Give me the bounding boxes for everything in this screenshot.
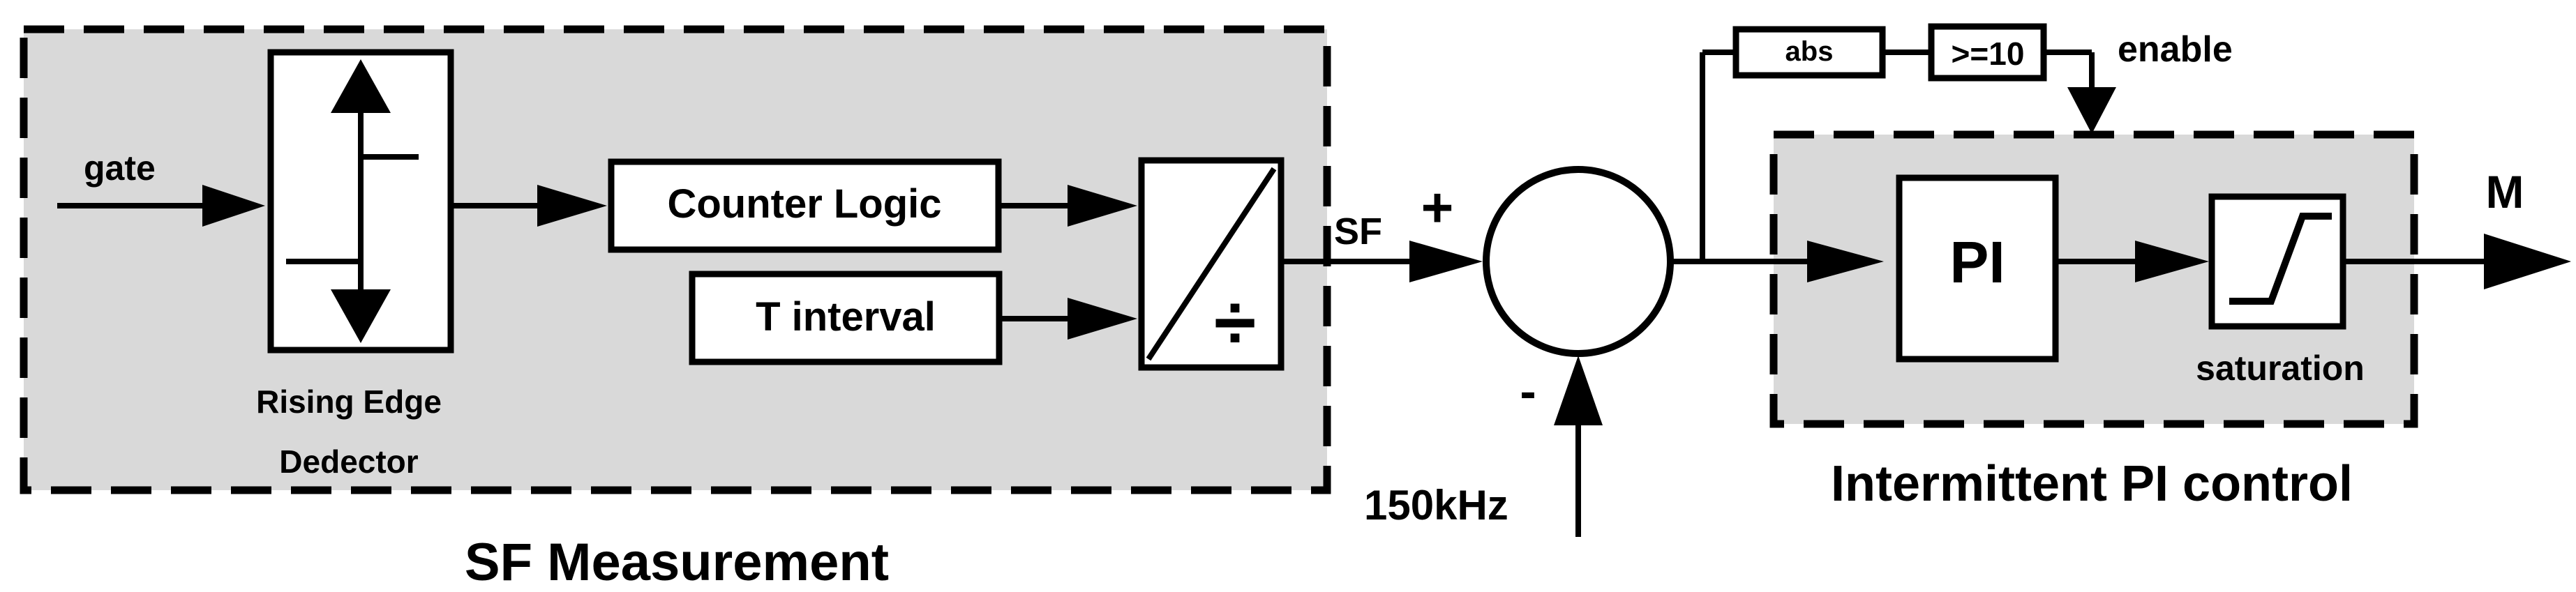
abs-block: [1732, 26, 1886, 79]
error-to-pi-arrow: [1807, 241, 1884, 282]
minus-sign: -: [1520, 364, 1536, 418]
sf-label: SF: [1334, 211, 1382, 252]
saturation-label: saturation: [2196, 349, 2365, 388]
counter-logic-label: Counter Logic: [667, 181, 941, 227]
reference-arrow: [1554, 356, 1603, 425]
counter-logic-block: [608, 158, 1002, 253]
pi-control-title: Intermittent PI control: [1831, 456, 2353, 512]
counter-to-divider-arrow: [1068, 185, 1137, 227]
summing-junction: [1483, 166, 1674, 357]
edge-detector-label-line2: Dedector: [279, 443, 418, 480]
detector-to-counter-arrow: [537, 185, 607, 227]
plus-sign: +: [1421, 176, 1454, 238]
t-interval-block: [689, 271, 1003, 365]
saturation-curve: [2229, 213, 2332, 305]
edge-detector-label-line1: Rising Edge: [256, 384, 442, 420]
divider-symbol: ÷: [1214, 280, 1256, 365]
sf-measurement-region: [20, 25, 1331, 494]
sf-measurement-title: SF Measurement: [465, 533, 889, 592]
reference-label: 150kHz: [1364, 482, 1508, 529]
pi-block: [1896, 174, 2059, 363]
enable-arrow: [2067, 87, 2116, 134]
abs-label: abs: [1785, 36, 1834, 67]
pi-to-saturation-arrow: [2135, 241, 2209, 282]
gate-arrow: [202, 185, 265, 227]
enable-label: enable: [2118, 29, 2233, 70]
threshold-block: [1928, 23, 2047, 82]
edge-symbol-up-arrow: [331, 59, 391, 113]
pi-label: PI: [1949, 229, 2005, 295]
t-interval-label: T interval: [756, 294, 936, 340]
interval-to-divider-arrow: [1068, 298, 1137, 340]
gate-label: gate: [84, 149, 156, 188]
output-arrow: [2484, 234, 2571, 289]
threshold-label: >=10: [1952, 36, 2025, 72]
divider-diagonal: [1146, 167, 1277, 361]
output-label: M: [2486, 166, 2524, 218]
sf-arrow: [1409, 241, 1483, 282]
edge-symbol-down-arrow: [331, 289, 391, 343]
